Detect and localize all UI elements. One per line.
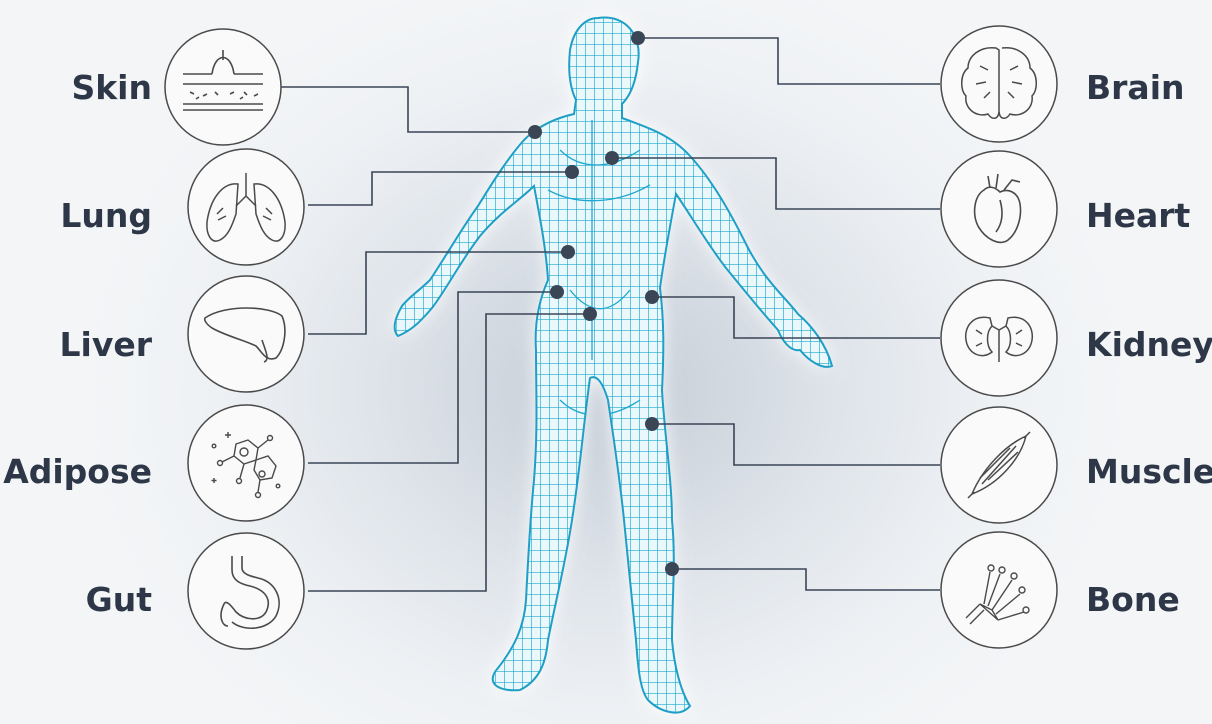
connector-muscle: [652, 424, 940, 465]
label-adipose: Adipose: [0, 455, 152, 488]
adipose-icon: [188, 405, 304, 521]
marker-bone: [665, 562, 679, 576]
lung-icon: [188, 149, 304, 265]
marker-gut: [583, 307, 597, 321]
marker-heart: [605, 151, 619, 165]
skin-icon: [165, 29, 281, 145]
muscle-icon: [941, 407, 1057, 523]
label-liver: Liver: [0, 328, 152, 361]
kidney-icon: [941, 280, 1057, 396]
label-kidney: Kidney: [1086, 328, 1212, 361]
label-muscle: Muscle: [1086, 455, 1212, 488]
heart-icon: [941, 151, 1057, 267]
marker-skin: [528, 125, 542, 139]
marker-muscle: [645, 417, 659, 431]
marker-brain: [631, 31, 645, 45]
label-bone: Bone: [1086, 583, 1180, 616]
label-skin: Skin: [0, 71, 152, 104]
label-lung: Lung: [0, 199, 152, 232]
label-brain: Brain: [1086, 71, 1185, 104]
bone-icon: [941, 532, 1057, 648]
connector-bone: [672, 569, 940, 590]
marker-kidney: [645, 290, 659, 304]
label-heart: Heart: [1086, 199, 1190, 232]
brain-icon: [941, 26, 1057, 142]
marker-liver: [561, 245, 575, 259]
connector-brain: [638, 38, 940, 84]
gut-icon: [188, 533, 304, 649]
connector-adipose: [308, 292, 557, 463]
marker-lung: [565, 165, 579, 179]
human-body-mesh: [395, 18, 832, 713]
connector-skin: [281, 87, 535, 132]
marker-adipose: [550, 285, 564, 299]
liver-icon: [188, 276, 304, 392]
label-gut: Gut: [0, 583, 152, 616]
